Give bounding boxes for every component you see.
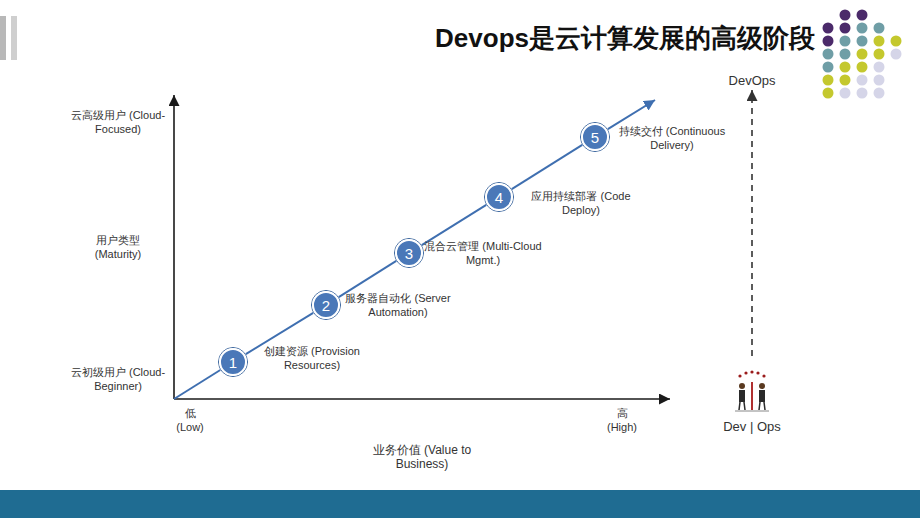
axis-label: 云高级用户 (Cloud-Focused) bbox=[68, 108, 168, 136]
decor-dot bbox=[840, 62, 851, 73]
axis-label: 云初级用户 (Cloud-Beginner) bbox=[68, 365, 168, 393]
axis-label: 用户类型 (Maturity) bbox=[78, 233, 158, 261]
connector bbox=[339, 261, 397, 297]
figure-leg bbox=[739, 402, 740, 410]
connector bbox=[751, 90, 753, 356]
axis-label: 业务价值 (Value to Business) bbox=[362, 443, 482, 471]
figure-head bbox=[759, 383, 765, 389]
decor-dot bbox=[891, 36, 902, 47]
text-node: DevOps bbox=[722, 70, 782, 90]
circle-outline bbox=[312, 291, 341, 320]
circle-outline bbox=[395, 239, 424, 268]
circle-outline bbox=[485, 183, 514, 212]
decor-dot bbox=[857, 75, 868, 86]
x-axis bbox=[174, 398, 670, 400]
purple-dots bbox=[823, 10, 868, 47]
circle-outline bbox=[219, 348, 248, 377]
step-label: 应用持续部署 (Code Deploy) bbox=[531, 189, 631, 217]
decor-dot bbox=[874, 49, 885, 60]
slide-title: Devops是云计算发展的高级阶段 bbox=[300, 22, 815, 54]
decor-dot bbox=[891, 49, 902, 60]
y-axis bbox=[173, 95, 175, 399]
decor-dot bbox=[857, 23, 868, 34]
step-number: 1 bbox=[218, 347, 248, 377]
figure-leg bbox=[759, 402, 760, 410]
decor-dot bbox=[857, 62, 868, 73]
decor-dot bbox=[840, 75, 851, 86]
step-node: 3混合云管理 (Multi-Cloud Mgmt.) bbox=[394, 238, 424, 268]
yellow-dots bbox=[823, 36, 902, 99]
decor-dot bbox=[874, 36, 885, 47]
step-number: 5 bbox=[580, 122, 610, 152]
step-label: 服务器自动化 (Server Automation) bbox=[333, 291, 463, 319]
figure-dot bbox=[750, 370, 753, 373]
decor-dot bbox=[874, 23, 885, 34]
figure-dot bbox=[762, 374, 765, 377]
step-node: 2服务器自动化 (Server Automation) bbox=[311, 290, 341, 320]
step-label: 持续交付 (Continuous Delivery) bbox=[610, 124, 735, 152]
figure-head bbox=[739, 383, 745, 389]
connector bbox=[246, 313, 313, 354]
figure-leg bbox=[764, 402, 765, 410]
figure-leg bbox=[744, 402, 745, 410]
step-label: 创建资源 (Provision Resources) bbox=[247, 344, 377, 372]
dot-grid bbox=[823, 10, 902, 99]
circle-outline bbox=[581, 123, 610, 152]
decor-dot bbox=[874, 62, 885, 73]
decor-dot bbox=[823, 75, 834, 86]
trend-line bbox=[174, 370, 220, 399]
decor-dot bbox=[840, 49, 851, 60]
connector bbox=[422, 205, 487, 245]
connector bbox=[512, 145, 583, 189]
axis-label: 高 (High) bbox=[605, 406, 639, 434]
figure-dot bbox=[738, 374, 741, 377]
step-label: 混合云管理 (Multi-Cloud Mgmt.) bbox=[418, 239, 548, 267]
decor-dot bbox=[823, 36, 834, 47]
node-label: Dev | Ops bbox=[722, 419, 782, 434]
decor-dot bbox=[840, 36, 851, 47]
step-number: 4 bbox=[484, 182, 514, 212]
decor-dot bbox=[840, 88, 851, 99]
decor-dot bbox=[823, 23, 834, 34]
decor-dot bbox=[874, 88, 885, 99]
decor-dot bbox=[840, 10, 851, 21]
figure-body bbox=[759, 390, 765, 402]
decor-dot bbox=[823, 62, 834, 73]
decor-dot bbox=[857, 49, 868, 60]
step-node: 5持续交付 (Continuous Delivery) bbox=[580, 122, 610, 152]
step-number: 2 bbox=[311, 290, 341, 320]
trend-line bbox=[608, 100, 655, 129]
text-node: Dev | Ops bbox=[722, 356, 782, 436]
decor-dot bbox=[823, 49, 834, 60]
figure-dot bbox=[744, 371, 747, 374]
figure-pillar bbox=[751, 382, 753, 410]
footer-band bbox=[0, 490, 920, 518]
step-node: 1创建资源 (Provision Resources) bbox=[218, 347, 248, 377]
figure-body bbox=[739, 390, 745, 402]
side-bar bbox=[11, 16, 17, 60]
node-label: DevOps bbox=[722, 70, 782, 90]
figure-base bbox=[735, 411, 769, 412]
side-bar bbox=[0, 16, 6, 60]
decor-dot bbox=[840, 23, 851, 34]
decor-dot bbox=[857, 36, 868, 47]
axis-label: 低 (Low) bbox=[174, 406, 206, 434]
figure-dot bbox=[756, 371, 759, 374]
team-figure bbox=[735, 370, 769, 411]
decor-dot bbox=[857, 88, 868, 99]
lavender-dots bbox=[840, 49, 902, 99]
decor-dot bbox=[857, 10, 868, 21]
step-number: 3 bbox=[394, 238, 424, 268]
step-node: 4应用持续部署 (Code Deploy) bbox=[484, 182, 514, 212]
teal-dots bbox=[823, 23, 885, 73]
decor-dot bbox=[874, 75, 885, 86]
decor-dot bbox=[823, 88, 834, 99]
